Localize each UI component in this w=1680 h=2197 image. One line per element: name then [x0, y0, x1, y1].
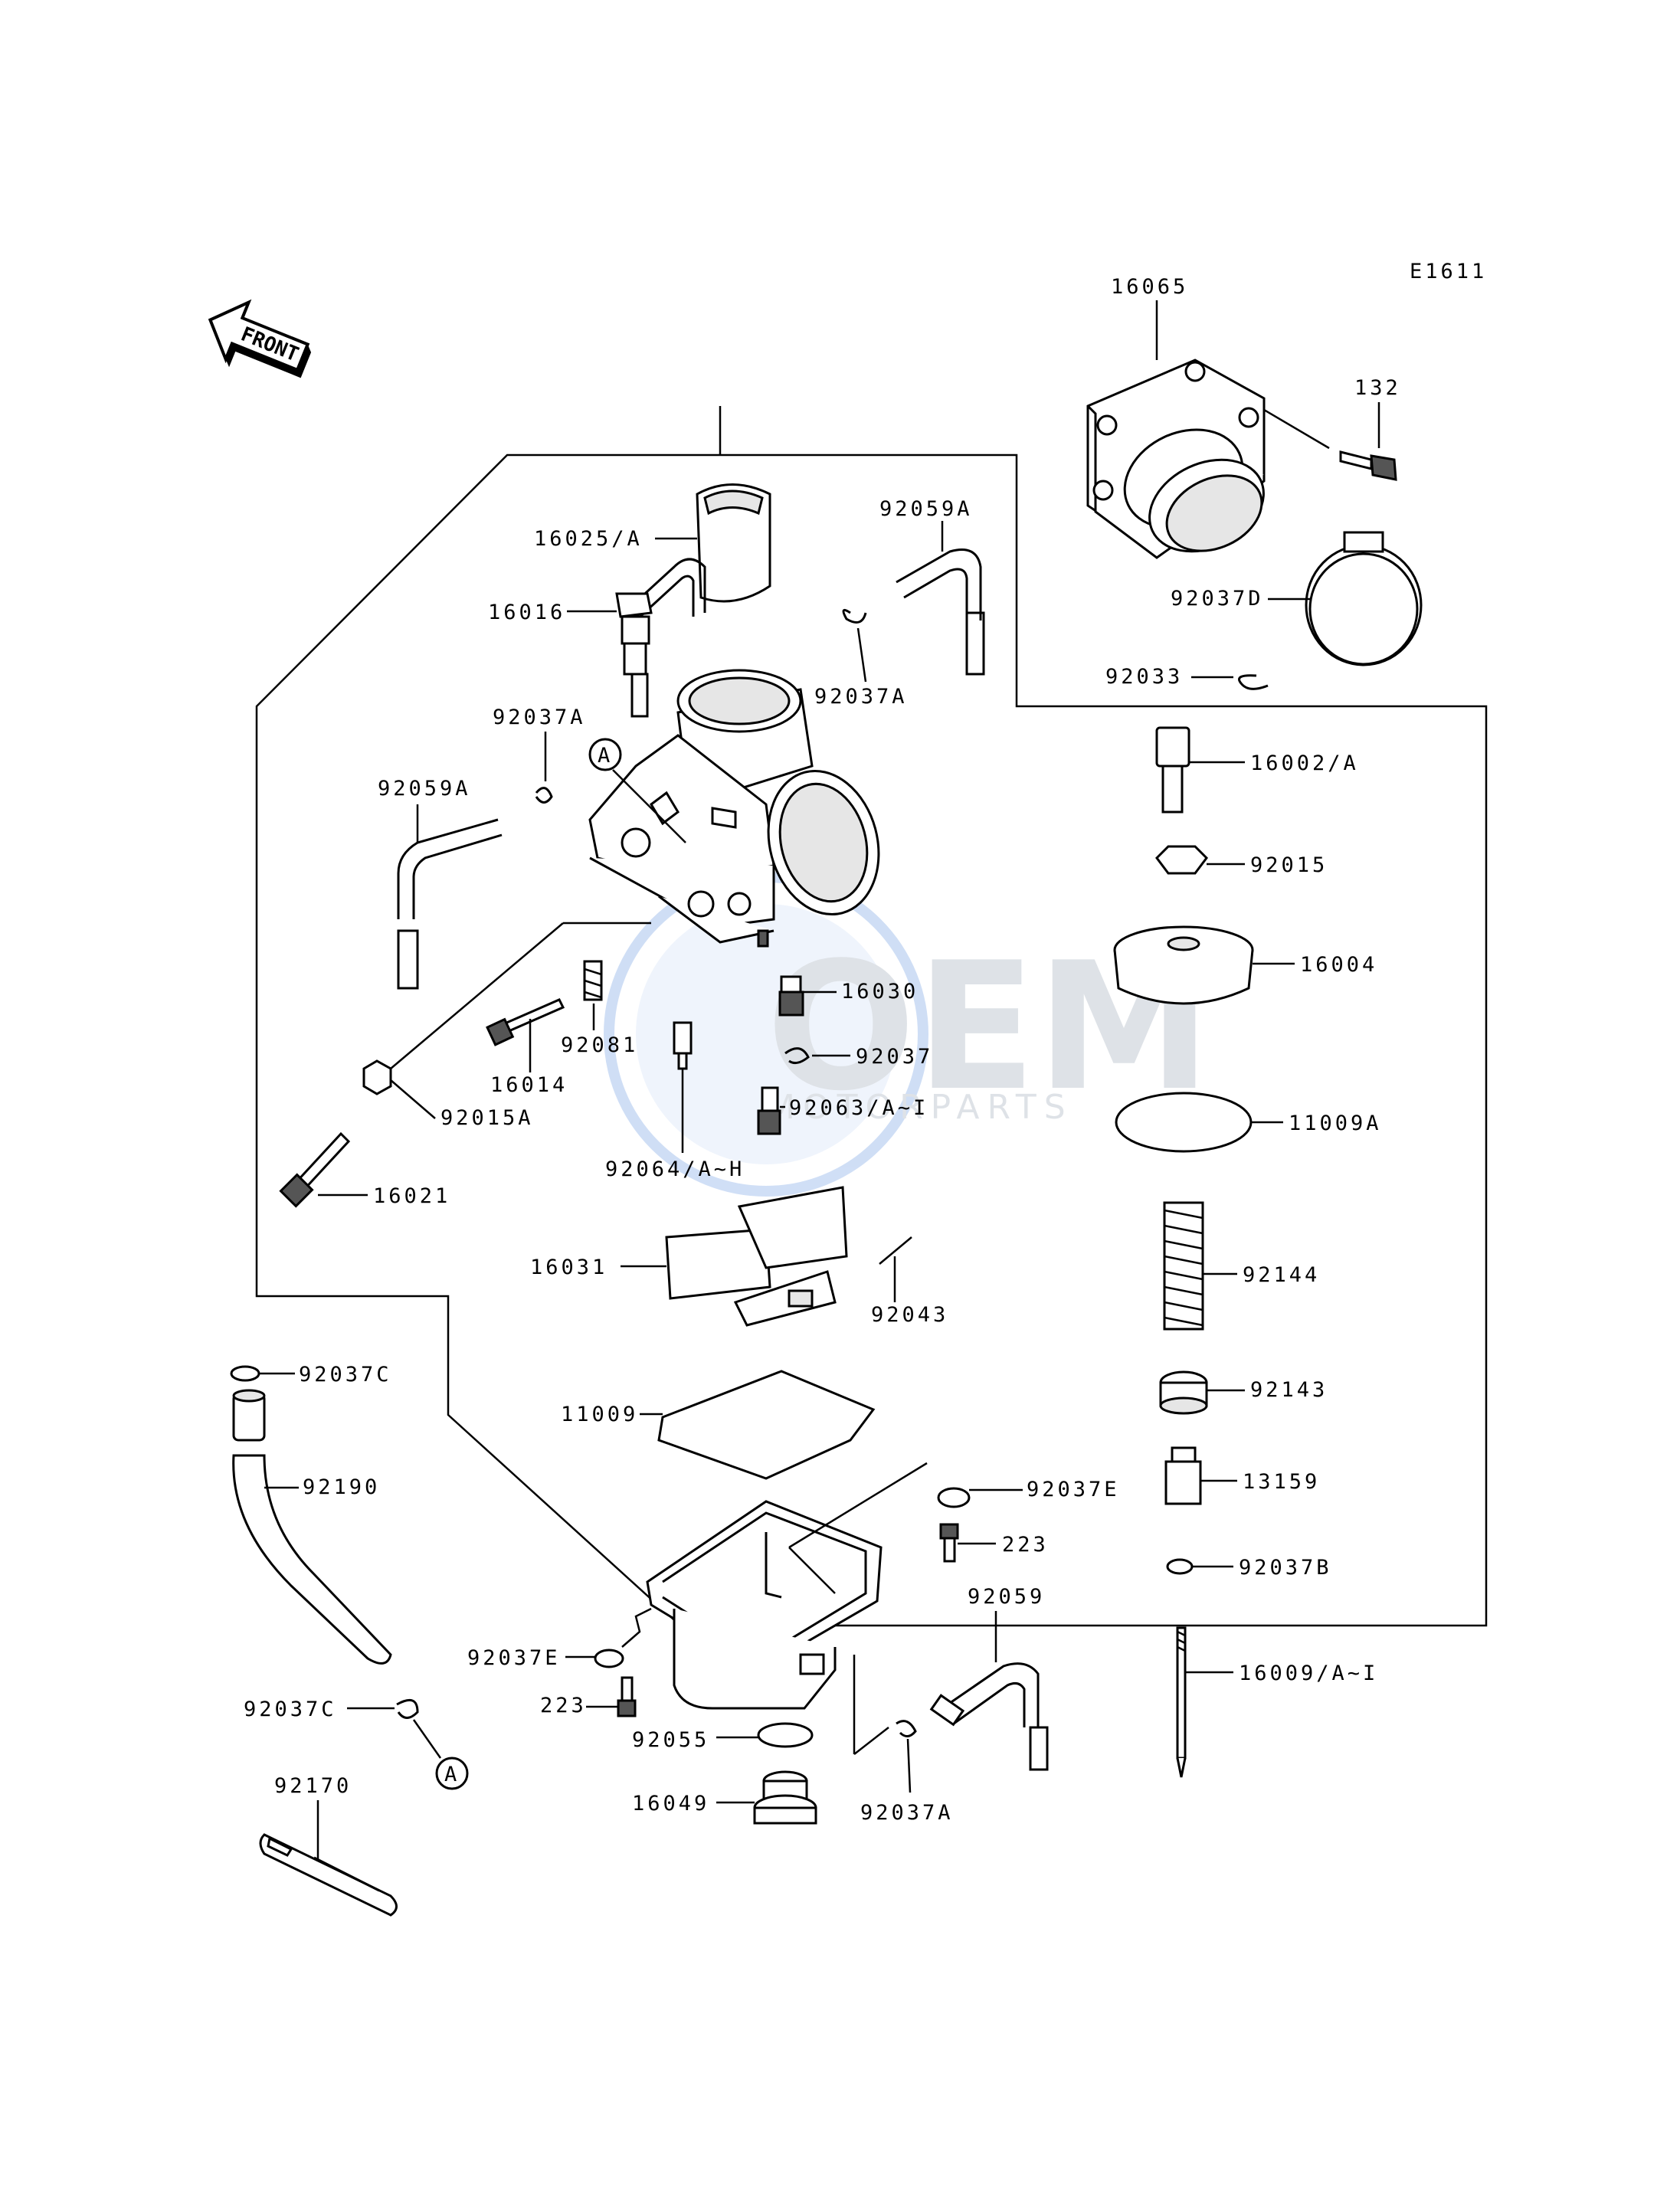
- part-label-92037D: 92037D: [1171, 587, 1264, 611]
- part-label-92059A-left: 92059A: [378, 777, 471, 801]
- needle-retainer-part: [1159, 1370, 1208, 1415]
- vent-hose-part: [232, 1389, 392, 1665]
- float-bowl-gasket-part: [657, 1370, 876, 1480]
- vent-tube-left-part: [397, 818, 503, 990]
- long-screw-part: [279, 1131, 351, 1208]
- watermark-tagline: MOTORPARTS: [766, 1088, 1073, 1127]
- part-label-223-left: 223: [540, 1694, 587, 1717]
- clip-92037-part: [784, 1047, 810, 1065]
- part-label-92055: 92055: [632, 1728, 709, 1752]
- part-label-92037C-top: 92037C: [299, 1363, 392, 1387]
- vent-tube-end: [965, 611, 985, 676]
- part-label-16031: 16031: [530, 1256, 607, 1279]
- overflow-tube-part: [929, 1662, 1049, 1771]
- part-label-92015A: 92015A: [440, 1106, 534, 1130]
- screw-223-left-part: [617, 1676, 637, 1717]
- part-label-16049: 16049: [632, 1792, 709, 1816]
- nut-a-part: [362, 1059, 392, 1095]
- part-label-16065: 16065: [1111, 275, 1188, 299]
- part-label-92144: 92144: [1243, 1263, 1320, 1287]
- part-label-92064: 92064/A~H: [605, 1157, 745, 1181]
- float-bowl-part: [646, 1500, 883, 1710]
- clip-top-part: [842, 608, 867, 624]
- bolt-part: [1339, 450, 1397, 481]
- main-jet-holder-part: [778, 975, 804, 1017]
- part-label-16002: 16002/A: [1250, 751, 1359, 775]
- part-label-92059A-top: 92059A: [879, 497, 973, 521]
- part-label-92170: 92170: [274, 1774, 352, 1798]
- strap-part: [259, 1833, 398, 1917]
- part-label-92037A-top: 92037A: [814, 685, 908, 709]
- part-label-16014: 16014: [490, 1073, 568, 1097]
- part-label-92037B: 92037B: [1239, 1556, 1332, 1580]
- part-label-92081: 92081: [561, 1033, 638, 1057]
- clip-c-bottom-part: [396, 1698, 419, 1719]
- clamp-part: [1305, 531, 1423, 666]
- front-arrow-icon: FRONT: [208, 299, 312, 378]
- part-label-92063: 92063/A~I: [789, 1096, 928, 1120]
- small-spring-part: [583, 960, 603, 1001]
- screw-223-right-part: [939, 1523, 959, 1563]
- clip-e-left-part: [594, 1649, 624, 1668]
- pilot-jet-part: [757, 1086, 781, 1135]
- part-label-92059: 92059: [968, 1585, 1045, 1609]
- air-screw-part: [1155, 726, 1190, 814]
- clip-e-right-part: [937, 1487, 971, 1508]
- part-label-92037E-left: 92037E: [467, 1646, 561, 1670]
- part-label-16016: 16016: [488, 601, 565, 624]
- main-jet-part: [673, 1021, 693, 1070]
- part-label-92043: 92043: [871, 1303, 948, 1327]
- float-part: [665, 1186, 848, 1327]
- spring-part: [1163, 1201, 1204, 1331]
- drain-plug-part: [753, 1770, 817, 1825]
- clip-holder-part: [1164, 1446, 1202, 1505]
- carburetor-cap-part: [696, 483, 771, 603]
- part-label-92037C-bottom: 92037C: [244, 1698, 337, 1721]
- ref-marker-top-label: A: [598, 744, 613, 768]
- part-label-13159: 13159: [1243, 1470, 1320, 1494]
- nut-part: [1155, 845, 1208, 875]
- ref-marker-bottom-label: A: [444, 1763, 460, 1786]
- part-label-92190: 92190: [303, 1475, 380, 1499]
- part-label-16009: 16009/A~I: [1239, 1662, 1378, 1685]
- part-label-132: 132: [1354, 376, 1401, 400]
- clip-c-top-part: [230, 1365, 260, 1382]
- diagram-code: E1611: [1410, 260, 1487, 283]
- carburetor-body-part: [588, 669, 880, 948]
- pilot-air-screw-part: [486, 998, 565, 1046]
- vent-tube-top-part: [627, 558, 706, 622]
- part-label-92015: 92015: [1250, 853, 1328, 877]
- jet-needle-part: [1176, 1626, 1187, 1778]
- mixing-chamber-cap-part: [1113, 925, 1254, 1005]
- intake-manifold-part: [1086, 359, 1266, 559]
- float-pin-part: [879, 1236, 912, 1265]
- ref-marker-top: [588, 738, 622, 771]
- throttle-stop-screw-part: [615, 592, 653, 718]
- part-label-92143: 92143: [1250, 1378, 1328, 1402]
- clip-b-part: [1166, 1558, 1194, 1575]
- part-label-92037A-bottom: 92037A: [860, 1801, 954, 1825]
- part-label-16021: 16021: [373, 1184, 450, 1208]
- part-label-11009A: 11009A: [1289, 1112, 1382, 1135]
- clip-left-part: [535, 787, 553, 804]
- part-label-223-right: 223: [1002, 1533, 1049, 1557]
- part-label-92033: 92033: [1105, 665, 1183, 689]
- part-label-92037A-left: 92037A: [493, 706, 586, 729]
- part-label-16025: 16025/A: [534, 527, 643, 551]
- part-label-16030: 16030: [841, 980, 919, 1004]
- part-label-92037E-right: 92037E: [1027, 1478, 1120, 1501]
- part-label-92037: 92037: [856, 1045, 933, 1069]
- ref-marker-bottom: [435, 1757, 469, 1790]
- clip-bottom-part: [896, 1720, 917, 1737]
- clip-part: [1238, 674, 1269, 690]
- drain-oring-part: [757, 1722, 814, 1748]
- part-label-11009: 11009: [561, 1403, 638, 1426]
- part-label-16004: 16004: [1300, 953, 1377, 977]
